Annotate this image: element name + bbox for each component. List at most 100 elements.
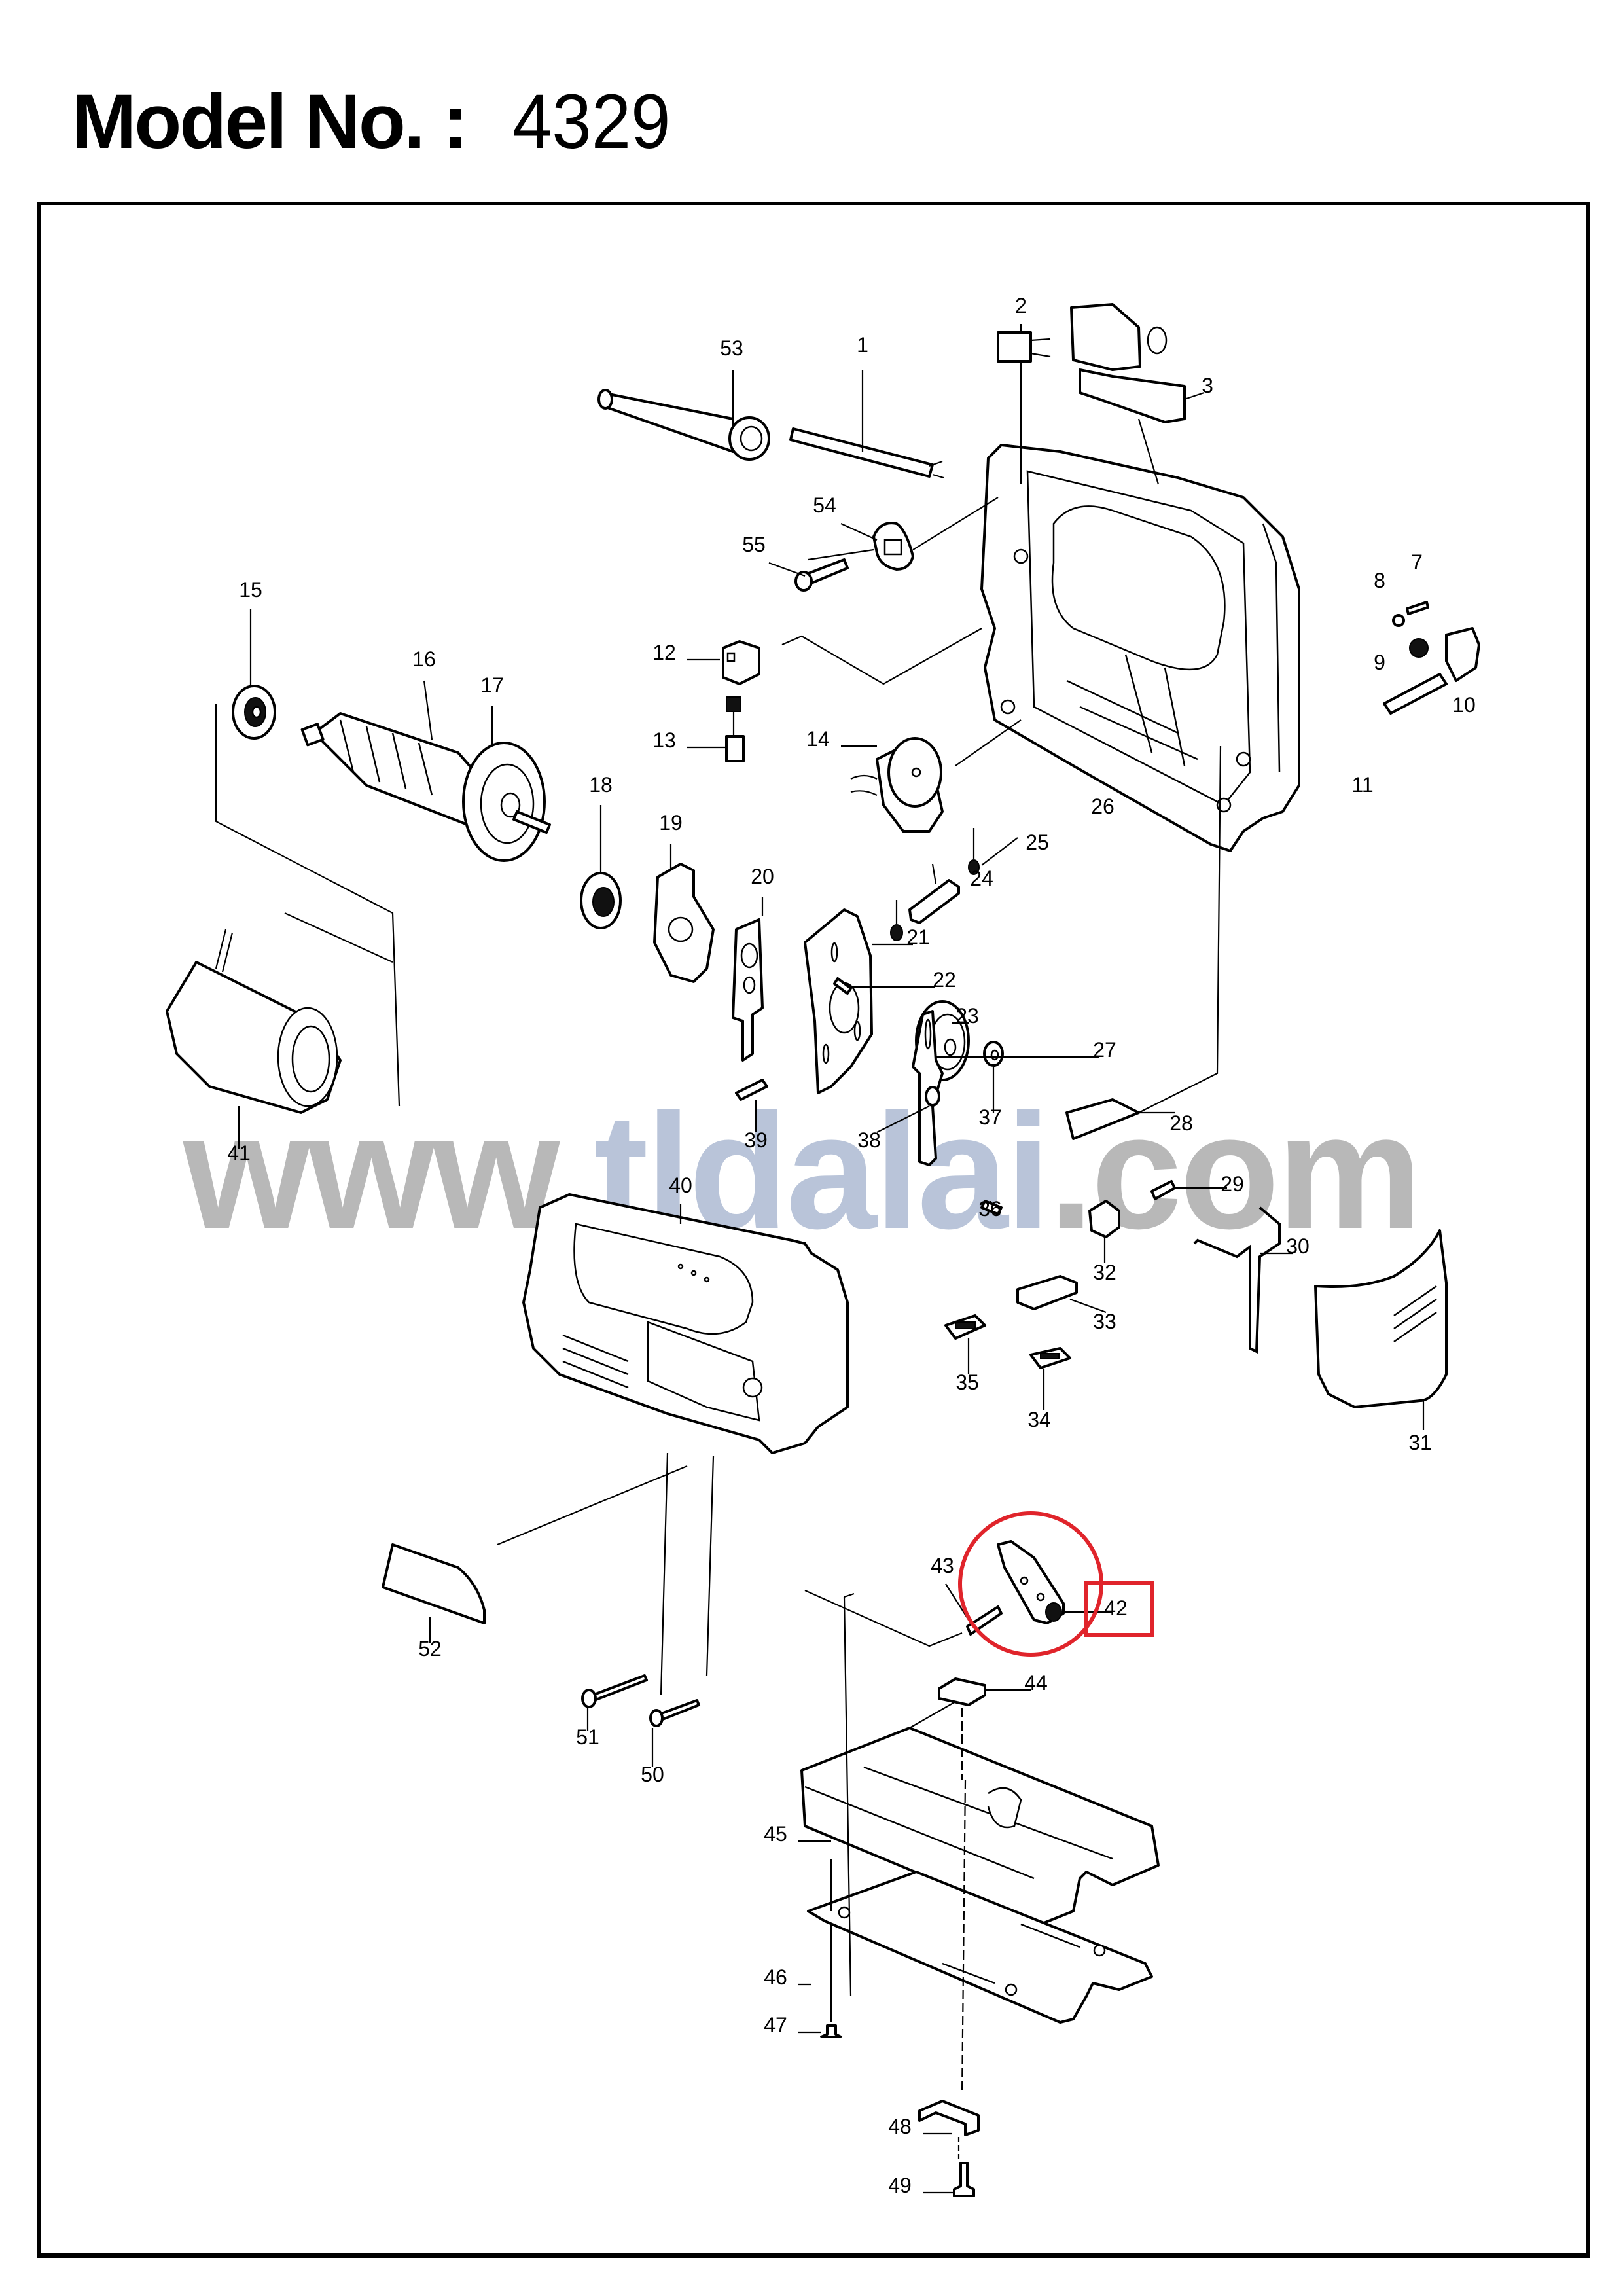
brush-holder-part-12 [722,640,760,685]
callout-52: 52 [418,1637,442,1660]
lever-part-10 [1383,627,1480,715]
plate-part-20 [732,918,764,1062]
callout-53: 53 [720,336,743,360]
pad-part-35 [944,1314,986,1340]
part-2-block [997,331,1051,363]
callout-10: 10 [1452,693,1476,717]
model-label: Model No. : [72,79,469,165]
callout-21: 21 [906,925,930,949]
field-part-41 [166,929,342,1114]
callout-9: 9 [1374,651,1385,674]
highlight-box [1084,1581,1154,1637]
callout-26: 26 [1091,795,1115,818]
clip-part-48 [918,2100,980,2136]
callout-55: 55 [742,533,766,556]
callout-30: 30 [1286,1234,1310,1258]
model-number: 4329 [512,79,671,165]
callout-7: 7 [1411,550,1423,574]
callout-40: 40 [669,1174,692,1197]
slider-part-25 [908,879,960,924]
lever-part-42 [997,1540,1065,1624]
screw-part-51 [581,1674,648,1708]
leader-lines [215,324,1425,2194]
bushing-part-37 [983,1041,1004,1067]
callout-34: 34 [1027,1408,1051,1431]
callout-22: 22 [933,968,956,992]
page-title: Model No. : 4329 [72,77,684,169]
motor-housing-part-11 [980,444,1300,852]
highlight-part-42 [958,1511,1154,1657]
callout-46: 46 [764,1965,787,1989]
clip-part-39 [735,1079,768,1101]
callout-47: 47 [764,2013,787,2037]
ball-part-8 [1392,614,1405,627]
cable-part-1 [789,427,944,479]
cover-part-31 [1314,1229,1448,1408]
ring-part-24 [890,924,903,941]
label-part-52 [382,1543,486,1624]
callout-50: 50 [641,1763,664,1786]
bearing-part-18 [580,872,622,929]
speed-dial-part-14 [850,737,944,833]
callout-37: 37 [978,1105,1002,1129]
callout-11: 11 [1351,773,1373,797]
callout-38: 38 [857,1128,881,1152]
plate-part-21 [804,908,873,1094]
callout-17: 17 [480,673,504,697]
callout-20: 20 [751,865,774,888]
spring-part-7 [1406,601,1429,615]
callout-33: 33 [1093,1310,1116,1333]
callout-12: 12 [652,641,676,664]
callout-8: 8 [1374,569,1385,592]
carbon-brush-part-13 [725,696,745,762]
bracket-part-19 [653,863,715,983]
bearing-part-15 [232,685,276,740]
callout-31: 31 [1408,1431,1432,1454]
spring-wire-part-30 [1193,1206,1281,1354]
callout-14: 14 [806,727,830,751]
callout-28: 28 [1169,1111,1193,1135]
callout-51: 51 [576,1725,599,1749]
callout-36: 36 [978,1197,1002,1221]
nut-part-44 [938,1677,986,1706]
pad-part-34 [1029,1347,1071,1369]
armature-part-16 [300,712,505,833]
cap-part-54 [872,522,914,571]
callout-54: 54 [813,493,836,517]
callout-2: 2 [1015,294,1027,317]
screw-part-50 [649,1699,700,1727]
ring-part-9 [1409,638,1429,658]
callout-16: 16 [412,647,436,671]
base-plate-part-46 [807,1871,1153,2024]
guide-part-28 [1065,1098,1140,1140]
callout-48: 48 [888,2115,912,2138]
callout-44: 44 [1024,1671,1048,1695]
screw-part-29 [1150,1180,1176,1200]
callout-23: 23 [955,1004,979,1028]
handle-housing-part-40 [522,1193,849,1454]
callout-24: 24 [970,867,993,890]
tube-part-53 [597,389,770,461]
diagram-frame [37,202,1590,2258]
holder-part-32 [1088,1200,1120,1238]
callout-45: 45 [764,1822,787,1846]
callout-25: 25 [1026,831,1049,854]
screw-part-49 [953,2162,975,2197]
callout-39: 39 [744,1128,768,1152]
screw-part-47 [820,2024,842,2038]
callout-3: 3 [1202,374,1213,397]
callout-32: 32 [1093,1261,1116,1284]
screw-part-36 [980,1200,1003,1215]
callout-29: 29 [1221,1172,1244,1196]
callout-19: 19 [659,811,683,834]
callout-41: 41 [227,1141,251,1165]
block-part-33 [1016,1275,1078,1310]
callout-35: 35 [955,1371,979,1394]
callout-27: 27 [1093,1038,1116,1062]
callout-42: 42 [1104,1596,1128,1620]
callout-49: 49 [888,2174,912,2197]
callout-15: 15 [239,578,262,601]
callout-43: 43 [931,1554,954,1577]
